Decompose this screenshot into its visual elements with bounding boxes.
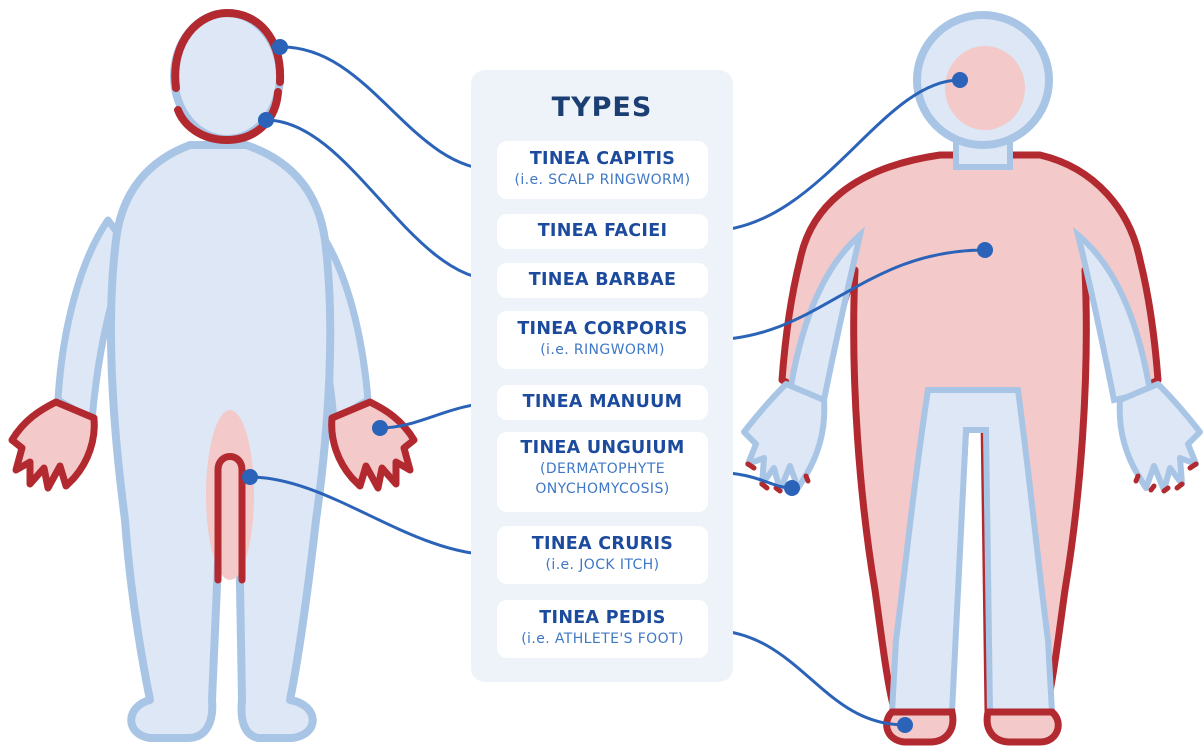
right-figure-right-foot bbox=[987, 712, 1058, 742]
connector-pedis bbox=[708, 630, 905, 725]
type-name: TINEA CAPITIS bbox=[497, 148, 708, 170]
type-name: TINEA FACIEI bbox=[497, 220, 708, 242]
type-label-tinea-manuum: TINEA MANUUM bbox=[497, 385, 708, 420]
type-label-tinea-cruris: TINEA CRURIS (i.e. JOCK ITCH) bbox=[497, 526, 708, 584]
dot-corporis bbox=[977, 242, 993, 258]
dot-manuum bbox=[372, 420, 388, 436]
type-name: TINEA PEDIS bbox=[497, 607, 708, 629]
dot-capitis bbox=[272, 39, 288, 55]
left-figure-right-hand bbox=[332, 402, 414, 488]
left-figure-groin-area bbox=[206, 410, 254, 580]
right-figure-left-foot bbox=[887, 712, 953, 742]
dot-barbae bbox=[258, 112, 274, 128]
right-figure-nail-tips bbox=[748, 464, 1196, 491]
right-figure bbox=[744, 15, 1200, 742]
type-name: TINEA BARBAE bbox=[497, 269, 708, 291]
connector-capitis bbox=[280, 47, 496, 170]
right-figure-face-area bbox=[945, 46, 1025, 130]
types-heading: TYPES bbox=[471, 92, 733, 123]
type-label-tinea-corporis: TINEA CORPORIS (i.e. RINGWORM) bbox=[497, 311, 708, 369]
type-note: (i.e. SCALP RINGWORM) bbox=[497, 170, 708, 190]
type-note: (i.e. RINGWORM) bbox=[497, 340, 708, 360]
dot-faciei bbox=[952, 72, 968, 88]
type-label-tinea-capitis: TINEA CAPITIS (i.e. SCALP RINGWORM) bbox=[497, 141, 708, 199]
type-label-tinea-pedis: TINEA PEDIS (i.e. ATHLETE'S FOOT) bbox=[497, 600, 708, 658]
type-note: (i.e. JOCK ITCH) bbox=[497, 555, 708, 575]
type-name: TINEA CORPORIS bbox=[497, 318, 708, 340]
type-note: (DERMATOPHYTE bbox=[497, 459, 708, 479]
type-note: (i.e. ATHLETE'S FOOT) bbox=[497, 629, 708, 649]
dot-unguium bbox=[784, 480, 800, 496]
dot-cruris bbox=[242, 469, 258, 485]
left-figure-left-hand bbox=[12, 402, 94, 488]
right-figure-body bbox=[782, 155, 1158, 712]
type-label-tinea-barbae: TINEA BARBAE bbox=[497, 263, 708, 298]
dot-pedis bbox=[897, 717, 913, 733]
type-label-tinea-unguium: TINEA UNGUIUM (DERMATOPHYTE ONYCHOMYCOSI… bbox=[497, 432, 708, 512]
left-figure bbox=[12, 13, 414, 738]
type-name: TINEA UNGUIUM bbox=[497, 437, 708, 459]
type-note-2: ONYCHOMYCOSIS) bbox=[497, 479, 708, 499]
type-label-tinea-faciei: TINEA FACIEI bbox=[497, 214, 708, 249]
type-name: TINEA CRURIS bbox=[497, 533, 708, 555]
right-figure-right-hand bbox=[1120, 384, 1200, 490]
right-figure-left-hand bbox=[744, 384, 824, 490]
type-name: TINEA MANUUM bbox=[497, 391, 708, 413]
